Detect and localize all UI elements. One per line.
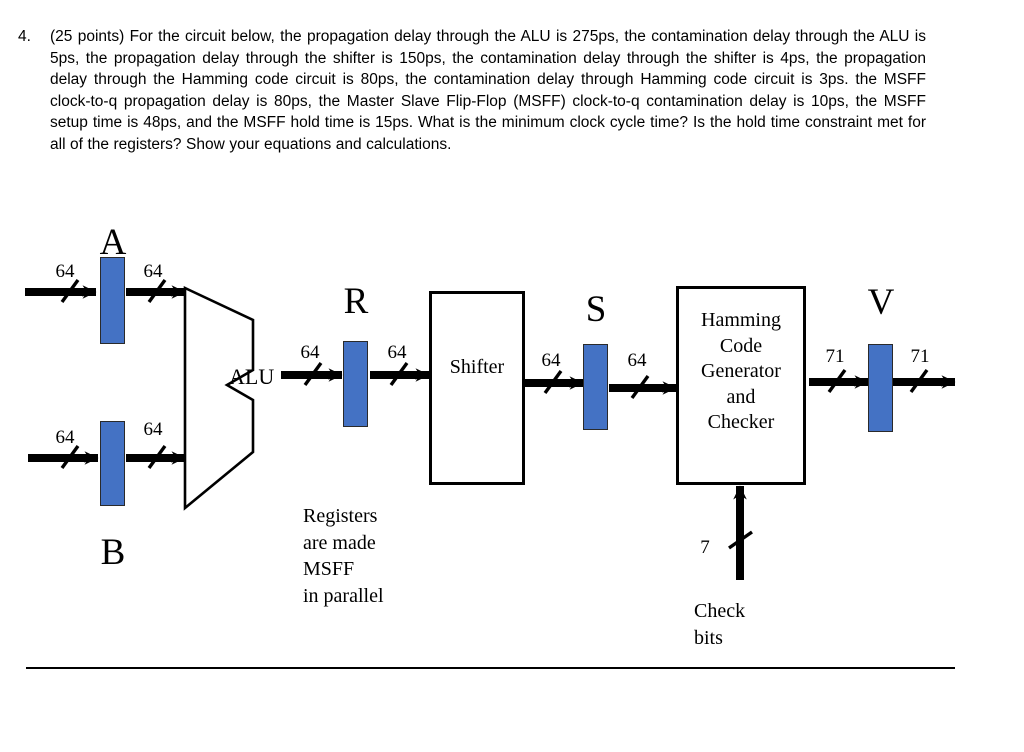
question-row: 4. (25 points) For the circuit below, th… (18, 26, 926, 156)
bottom-divider (26, 667, 955, 669)
slash-a-input (60, 279, 80, 303)
register-r-label: R (343, 281, 369, 322)
bus-label-b-in: 64 (55, 427, 75, 448)
alu-shape (183, 285, 255, 511)
hamming-label: Hamming Code Generator and Checker (701, 309, 781, 433)
register-s-bar (583, 344, 608, 430)
bus-label-check-bits: 7 (700, 537, 710, 558)
register-b-bar (100, 421, 125, 506)
slash-shifter-to-s (543, 370, 563, 394)
bus-label-alu-out: 64 (300, 342, 320, 363)
register-r-bar (343, 341, 368, 427)
slash-r-to-shifter (389, 362, 409, 386)
register-a-bar (100, 257, 125, 344)
slash-v-output (909, 369, 929, 393)
bus-label-a-out: 64 (143, 261, 163, 282)
question-block: 4. (25 points) For the circuit below, th… (18, 26, 926, 156)
register-a-label: A (99, 222, 127, 263)
question-text: (25 points) For the circuit below, the p… (50, 28, 926, 153)
slash-b-input (60, 445, 80, 469)
slash-alu-to-r (303, 362, 323, 386)
shifter-box: Shifter (429, 291, 525, 485)
bus-label-r-out: 64 (387, 342, 407, 363)
bus-label-s-out: 64 (627, 350, 647, 371)
slash-hamming-to-v (827, 369, 847, 393)
register-b-label: B (100, 532, 126, 573)
hamming-box: Hamming Code Generator and Checker (676, 286, 806, 485)
slash-a-to-alu (147, 279, 167, 303)
register-s-label: S (585, 289, 607, 330)
slash-b-to-alu (147, 445, 167, 469)
question-number: 4. (18, 28, 31, 45)
registers-note: Registers are made MSFF in parallel (303, 505, 384, 607)
slash-s-to-hamming (630, 375, 650, 399)
register-v-label: V (867, 282, 895, 323)
bus-label-shifter-out: 64 (541, 350, 561, 371)
register-v-bar (868, 344, 893, 432)
check-bits-note: Check bits (694, 600, 746, 649)
alu-label: ALU (229, 364, 275, 389)
slash-check-bits (728, 530, 753, 550)
bus-label-v-out: 71 (910, 346, 930, 367)
bus-label-a-in: 64 (55, 261, 75, 282)
bus-label-b-out: 64 (143, 419, 163, 440)
shifter-label: Shifter (449, 356, 505, 378)
bus-label-hamming-out: 71 (825, 346, 845, 367)
